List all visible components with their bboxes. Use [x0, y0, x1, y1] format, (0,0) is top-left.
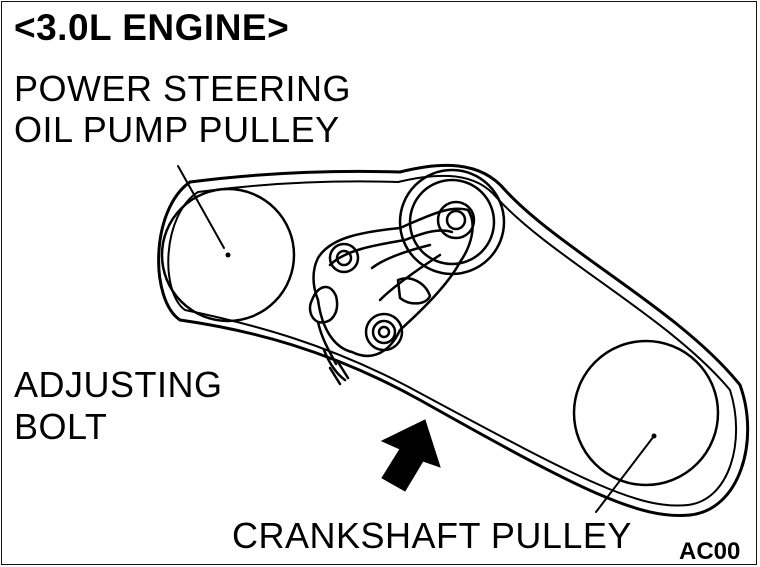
adjusting-bolt-label-line2: BOLT: [14, 406, 108, 447]
crankshaft-pulley-label: CRANKSHAFT PULLEY: [232, 515, 632, 556]
power-steering-label-line1: POWER STEERING: [14, 68, 352, 109]
engine-title: <3.0L ENGINE>: [14, 7, 290, 48]
power-steering-pulley-icon: [160, 187, 296, 323]
power-steering-label-line2: OIL PUMP PULLEY: [14, 109, 340, 150]
drive-belt-outer: [157, 163, 750, 518]
belt-arrow-icon: [380, 419, 441, 492]
adjusting-bolt-icon: [322, 348, 350, 386]
crankshaft-pulley-icon: [572, 339, 720, 487]
tensioner-bracket-icon: [308, 207, 474, 366]
power-steering-leader-line: [177, 165, 225, 249]
figure-code: AC00: [679, 538, 741, 565]
adjusting-bolt-label-line1: ADJUSTING: [14, 364, 223, 405]
crankshaft-leader-line: [595, 435, 655, 513]
